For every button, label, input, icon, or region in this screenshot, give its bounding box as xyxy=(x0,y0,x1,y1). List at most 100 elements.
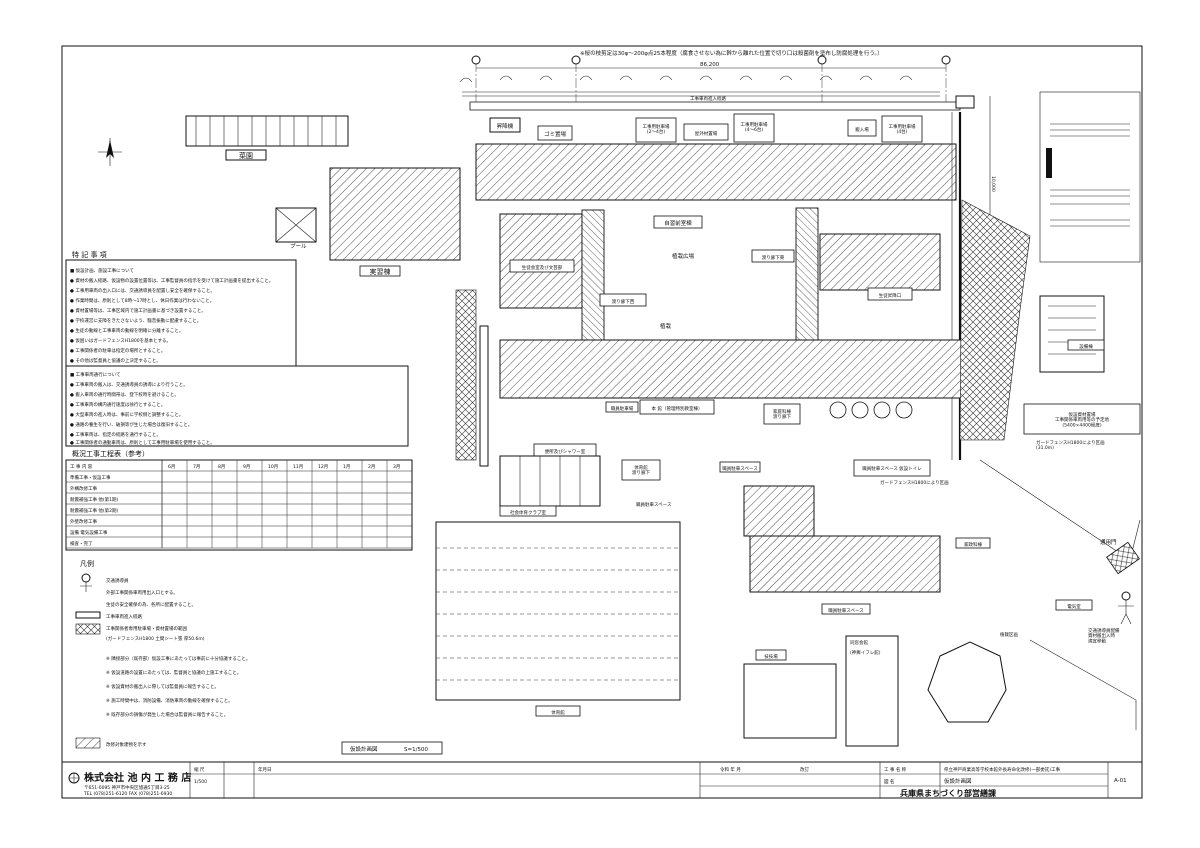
schedule-row-label: 準備工事・仮設工事 xyxy=(70,474,111,481)
scale-field-value: 1/500 xyxy=(194,779,207,785)
legend: 凡例 交通誘導員 外部工事関係車両用出入口とする。 生徒の安全確保の為、各所に配… xyxy=(75,559,250,749)
spec-item: ● 工事車両は、指定の経路を通行すること。 xyxy=(70,431,161,438)
garden-building: 菜園 xyxy=(185,115,349,161)
east-middle-wing: 生徒昇降口 xyxy=(795,207,941,349)
entrance-area: 通用門 交通誘導員配備資材搬出入時適宜移動 電気室 xyxy=(979,459,1141,644)
route-arrow-top: 工事車両進入経路 xyxy=(469,95,961,111)
shower-area: 便所及びシャワー室 社会体育クラブ室 xyxy=(499,443,601,517)
staff-parking-1: 工事用駐車場(2～4台) xyxy=(643,123,670,135)
schedule-row-label: 検査・完了 xyxy=(70,540,93,547)
spec-item: ● 工事用車両の出入口には、交通誘導員を配置し安全を確保すること。 xyxy=(70,287,215,294)
south-entry: 生徒昇降口 xyxy=(879,292,902,299)
legend-item: 外部工事関係車両用出入口とする。 xyxy=(106,589,178,596)
staff-parking-2: 工事用駐車場(4～6台) xyxy=(741,121,768,133)
legend-item: 改修対象建物を示す xyxy=(106,741,147,748)
staff-parking-3: 工事用駐車場(4台) xyxy=(889,123,916,135)
plant-area-label: 植栽区画 xyxy=(1000,631,1018,638)
schedule-row-label: 外構改修工事 xyxy=(70,485,97,492)
spec-item: ● 仮囲いはガードフェンスH1800を基本とする。 xyxy=(70,337,171,344)
garden-label: 菜園 xyxy=(239,151,253,160)
schedule-row-label: 耐震補強工事 他(第2期) xyxy=(70,507,119,514)
corridor-west: 渡り廊下西 xyxy=(612,298,635,305)
sheet-number: A-01 xyxy=(1114,778,1127,784)
revision-label: 改訂 xyxy=(800,766,809,773)
home-ec-label: 家政科棟 xyxy=(964,541,982,548)
legend-item: ※ 仮設道路の設置にあたっては、監督員と協議の上施工すること。 xyxy=(106,669,241,676)
schedule-header: 9月 xyxy=(243,464,250,470)
legend-item: (ガードフェンスH1800 土間シート張 厚50.6m) xyxy=(106,635,205,642)
legend-item: ※ 仮設資材の搬出入に際しては監督員に報告すること。 xyxy=(106,683,219,690)
entrance-label: 通用門 xyxy=(1100,538,1117,546)
tech-label: 技技場 xyxy=(764,653,778,660)
scale-field-label: 縮 尺 xyxy=(194,766,205,773)
temp-office-label: 仮設資材置場工事関係車両用等の予定地(5400×4400程度) xyxy=(1055,411,1109,428)
legend-title: 凡例 xyxy=(80,559,94,568)
corridor-top-label: 渡り廊下東 xyxy=(762,254,785,261)
north-arrow-icon xyxy=(98,138,122,166)
specs-title: 特 記 事 項 xyxy=(72,250,107,259)
spec-item: ● 資材置場等は、工事区域内で施工計画書に基づき設置すること。 xyxy=(70,307,206,314)
schedule-title: 概況工事工程表（参考） xyxy=(72,449,149,458)
outdoor-storage: 屋外材置場 xyxy=(695,130,718,137)
company-name: 株式会社 池 内 工 務 店 xyxy=(84,771,191,784)
route-label-top: 工事車両進入経路 xyxy=(690,95,726,102)
staff-space-2: 職員駐車スペース xyxy=(722,465,758,472)
hall-room-label: 自習前室棟 xyxy=(664,219,692,227)
spec-item: ● 作業時間は、原則として8時～17時とし、休日作業は行わないこと。 xyxy=(70,297,214,304)
lift-label: 昇降機 xyxy=(497,122,514,130)
spec-item: ● 学校運営に支障をきたさないよう、騒音振動に配慮すること。 xyxy=(70,317,201,324)
hatch-legend-icon xyxy=(75,737,101,749)
spec-item: ● その他は監督員と協議の上決定すること。 xyxy=(70,357,161,364)
schedule-header: 7月 xyxy=(193,464,200,470)
tree-row xyxy=(459,75,940,97)
storage-label: 搬入場 xyxy=(855,126,869,133)
fence-legend-icon xyxy=(75,623,101,635)
spec-item: ● 資材の搬入経路、仮設物の設置位置等は、工事監督員の指示を受けて施工計画書を提… xyxy=(70,277,273,284)
schedule-row-label: 外壁改修工事 xyxy=(70,518,97,525)
main-building: 本 館（管理特別教室棟） 職員駐車場 家庭科棟渡り廊下 xyxy=(499,339,971,425)
temp-room-label: 生徒会室及び文芸部 xyxy=(522,264,563,271)
legend-item: ※ 隣接部分（既存部）仮設工事にあたっては事前に十分協議すること。 xyxy=(106,655,250,662)
project-field-label: 工 事 名 称 xyxy=(884,766,907,773)
route-legend-icon xyxy=(75,611,101,619)
station-label: 設備棟 xyxy=(1079,343,1093,350)
family-corridor: 家庭科棟渡り廊下 xyxy=(773,408,791,420)
club-label: 社会体育クラブ室 xyxy=(510,509,546,516)
north-wing: 昇降機 ゴミ置場 工事用駐車場(2～4台) 屋外材置場 工事用駐車場(4～6台)… xyxy=(475,113,957,201)
tree-cluster xyxy=(829,401,913,419)
practice-label: 実習棟 xyxy=(370,267,391,276)
schedule-header: 10月 xyxy=(268,464,278,470)
dimension-top: 86,200 xyxy=(471,55,951,108)
top-note: ※桜の枝剪定は30φ～200φ点25本程度（腐食させない為に幹から離れた位置で切… xyxy=(580,49,883,57)
spec-item: ● 通路の養生を行い、破損等が生じた場合は復旧すること。 xyxy=(70,421,192,428)
schedule-header: 11月 xyxy=(293,464,303,470)
specs-panel-2: ■ 工事車両通行について ● 工事車両の搬入は、交通誘導員の誘導により行うこと。… xyxy=(65,365,409,447)
schedule-header: 1月 xyxy=(343,464,350,470)
guard-fence-label: ガードフェンスH1800により区画 xyxy=(880,479,949,486)
company-tel: TEL (078)251-6120 FAX (078)251-6930 xyxy=(83,791,172,797)
legend-item: 工事関係者専用駐車場・資材置場の範囲 xyxy=(106,625,187,632)
equip-label: 電気室 xyxy=(1067,603,1081,610)
traffic-label: 交通誘導員配備資材搬出入時適宜移動 xyxy=(1088,627,1120,644)
schedule-header: 12月 xyxy=(318,464,328,470)
date-field-label: 年月日 xyxy=(258,766,272,773)
company-address: 〒651-0095 神戸市中央区旭通5丁目3-25 xyxy=(84,784,170,791)
staff-space-4: 職員駐車スペース 仮設トイレ xyxy=(862,465,922,472)
schedule-row-label: 設備 電気設備工事 xyxy=(70,529,108,536)
gym-building: 体育館 xyxy=(435,521,681,717)
schedule-row-label: 耐震補強工事 他(第1期) xyxy=(70,496,119,503)
date-field-value: 令和 年 月 xyxy=(720,766,741,773)
courtyard2-label: 植栽 xyxy=(660,322,672,330)
traffic-guard-icon xyxy=(1121,591,1131,601)
spec-item: ● 工事関係者の通勤車両は、原則として工事用駐車場を使用すること。 xyxy=(70,439,215,446)
spec-item: ● 搬入車両の通行時間帯は、登下校時を避けること。 xyxy=(70,391,179,398)
garbage-label: ゴミ置場 xyxy=(544,130,567,138)
legend-item: 交通誘導員 xyxy=(106,577,129,584)
staff-parking-main: 職員駐車場 xyxy=(611,405,634,412)
spec-item: ■ 仮設計画、施設工事について xyxy=(70,267,134,274)
gym-corridor: 体育館渡り廊下 xyxy=(632,464,650,476)
main-building-label: 本 館（管理特別教室棟） xyxy=(652,405,703,412)
route-west xyxy=(455,289,489,467)
